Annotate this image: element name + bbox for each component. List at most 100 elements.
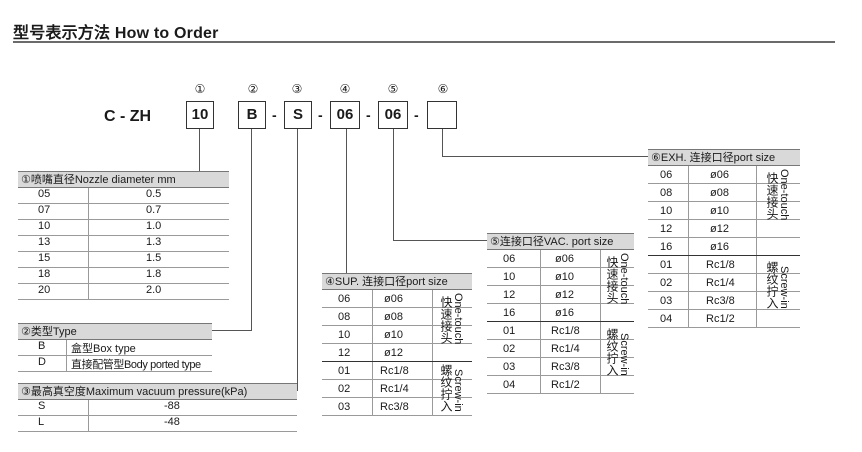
table-row: 12 ø12: [322, 344, 472, 362]
code-dash-4: -: [414, 107, 419, 123]
table-row: 06 ø06: [648, 166, 800, 184]
exh-code: 12: [660, 223, 673, 235]
title-rule: [13, 41, 835, 43]
vac-code: 16: [503, 307, 516, 319]
vacuum-code: L: [38, 416, 45, 428]
exh-group1-en: One-touch: [778, 169, 790, 221]
exh-group-screw-in: 螺纹拧入Screw-in: [758, 261, 798, 327]
table-row: 04 Rc1/2: [487, 376, 634, 394]
exh-value: ø08: [710, 187, 729, 199]
exh-value: ø16: [710, 241, 729, 253]
code-box-exh: [427, 101, 457, 129]
leader-line-5: [393, 129, 394, 241]
sup-value: ø10: [384, 329, 403, 341]
table-row: 08 ø08: [648, 184, 800, 202]
vac-group1-en: One-touch: [618, 253, 630, 305]
table-row: 16 ø16: [487, 304, 634, 322]
code-box-nozzle: 10: [186, 101, 214, 129]
sup-code: 06: [338, 293, 351, 305]
sup-group1-cn: 快速接头: [439, 296, 453, 345]
exh-value: Rc1/8: [706, 259, 735, 271]
vacuum-table: ③最高真空度Maximum vacuum pressure(kPa) S-88 …: [18, 383, 297, 432]
sup-group-screw-in: 螺纹拧入Screw-in: [434, 364, 470, 418]
exh-code: 01: [660, 259, 673, 271]
exh-value: ø06: [710, 169, 729, 181]
table-row: 10 ø10: [648, 202, 800, 220]
table-row: S -88: [18, 400, 297, 416]
table-row: 03 Rc3/8: [322, 398, 472, 416]
exh-code: 06: [660, 169, 673, 181]
nozzle-value: 0.7: [146, 204, 162, 216]
leader-line-2: [251, 129, 252, 331]
exh-code: 08: [660, 187, 673, 199]
vac-value: Rc1/2: [551, 379, 580, 391]
code-dash-3: -: [366, 107, 371, 123]
vac-code: 12: [503, 289, 516, 301]
nozzle-code: 10: [38, 220, 51, 232]
nozzle-code: 07: [38, 204, 51, 216]
vac-code: 03: [503, 361, 516, 373]
page-title: 型号表示方法 How to Order: [13, 25, 219, 42]
leader-line-5h: [393, 240, 487, 241]
nozzle-code: 05: [38, 188, 51, 200]
vac-code: 04: [503, 379, 516, 391]
type-desc: 直接配管型Body ported type: [71, 359, 201, 371]
circle-label-2: ②: [247, 82, 259, 96]
sup-code: 02: [338, 383, 351, 395]
circle-label-1: ①: [194, 82, 206, 96]
vac-value: ø10: [555, 271, 574, 283]
vacuum-code: S: [38, 400, 46, 412]
sup-value: ø12: [384, 347, 403, 359]
sup-group-one-touch: 快速接头One-touch: [434, 293, 470, 363]
vac-table-header: ⑤连接口径VAC. port size: [487, 233, 634, 250]
exh-code: 03: [660, 295, 673, 307]
leader-line-4: [346, 129, 347, 273]
vac-group1-cn: 快速接头: [605, 256, 619, 305]
table-row: 01 Rc1/8: [648, 256, 800, 274]
nozzle-value: 2.0: [146, 284, 162, 296]
code-prefix: C - ZH: [104, 108, 152, 125]
exh-value: ø10: [710, 205, 729, 217]
circle-label-6: ⑥: [437, 82, 449, 96]
sup-code: 08: [338, 311, 351, 323]
nozzle-code: 15: [38, 252, 51, 264]
sup-code: 12: [338, 347, 351, 359]
exh-group2-cn: 螺纹拧入: [765, 261, 779, 309]
nozzle-code: 18: [38, 268, 51, 280]
leader-line-6: [442, 129, 443, 157]
vac-code: 02: [503, 343, 516, 355]
nozzle-value: 1.0: [146, 220, 162, 232]
type-code: B: [38, 340, 46, 352]
vac-value: ø16: [555, 307, 574, 319]
sup-value: Rc3/8: [380, 401, 409, 413]
sup-code: 03: [338, 401, 351, 413]
sup-group2-cn: 螺纹拧入: [439, 364, 453, 412]
type-table-header: ②类型Type: [18, 323, 212, 340]
vac-code: 01: [503, 325, 516, 337]
code-box-vac: 06: [378, 101, 408, 129]
exh-code: 10: [660, 205, 673, 217]
vac-code: 10: [503, 271, 516, 283]
table-row: 08 ø08: [322, 308, 472, 326]
nozzle-value: 1.3: [146, 236, 162, 248]
vacuum-value: -48: [164, 416, 180, 428]
code-box-sup: 06: [330, 101, 360, 129]
sup-value: ø08: [384, 311, 403, 323]
vacuum-value: -88: [164, 400, 180, 412]
sup-group2-en: Screw-in: [452, 369, 464, 412]
